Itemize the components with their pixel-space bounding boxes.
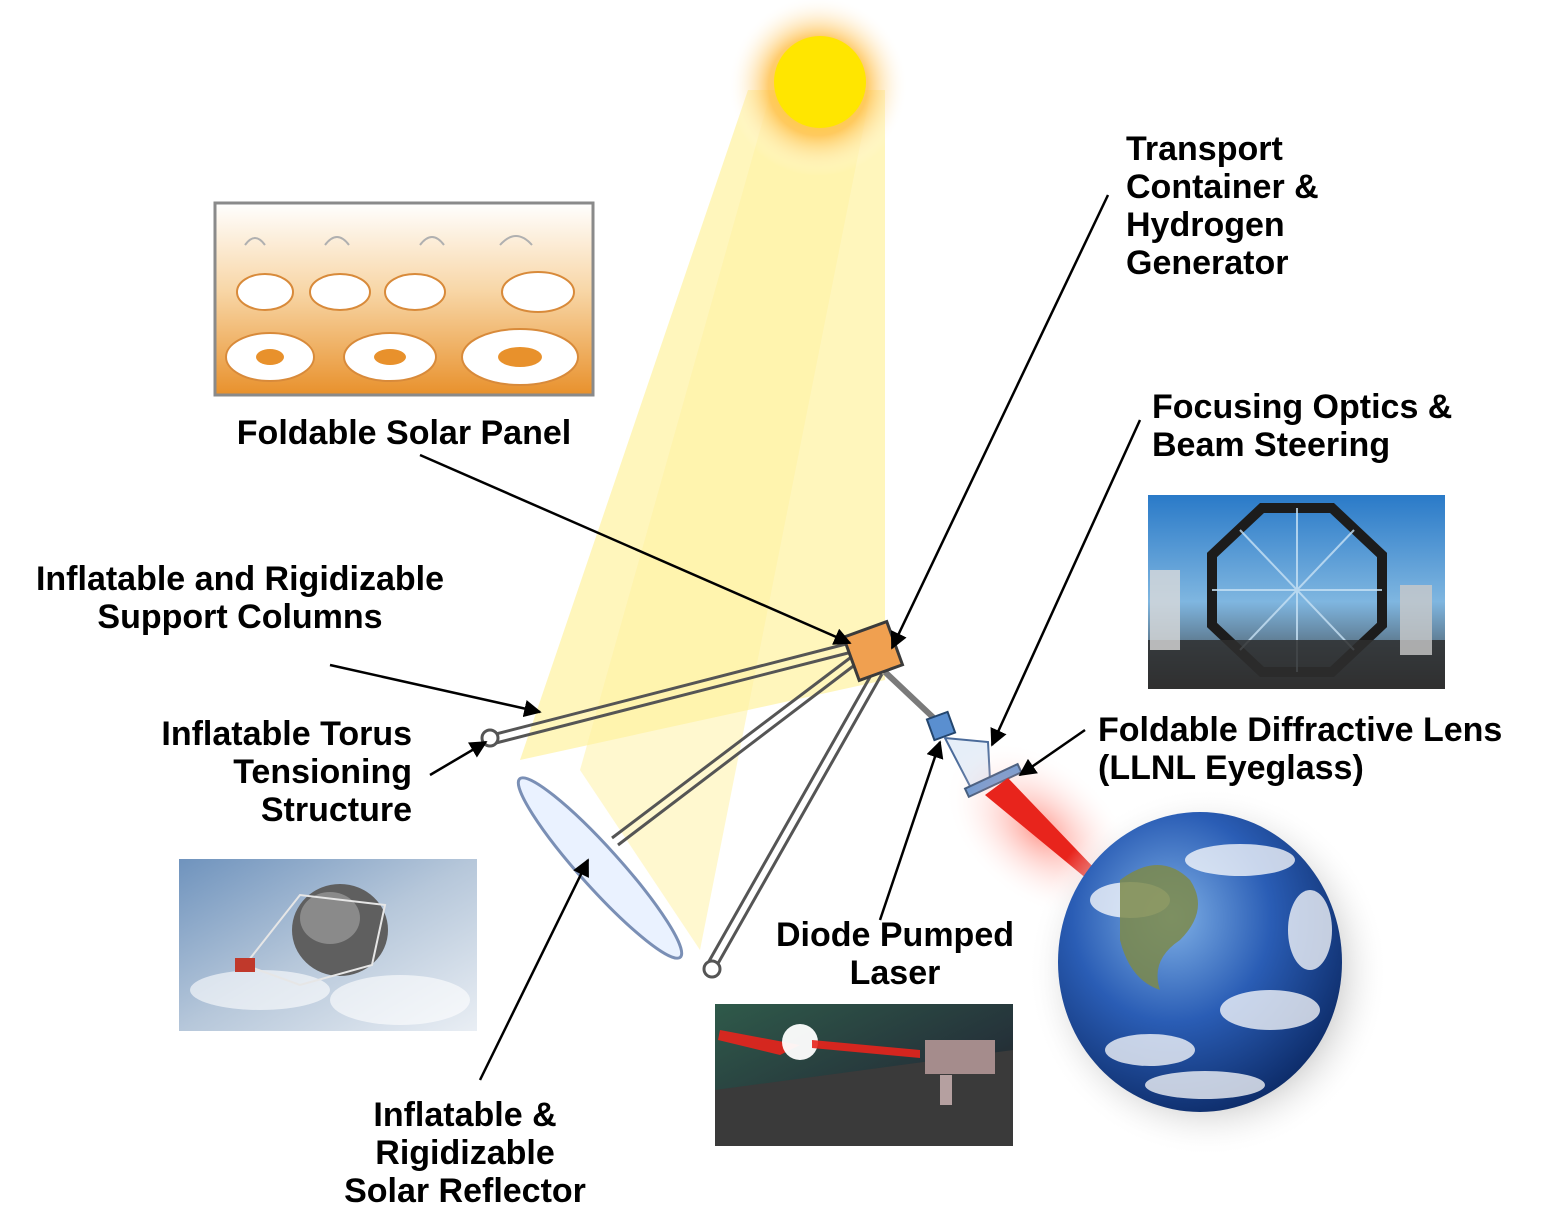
solar-reflector-dish [516, 776, 684, 960]
arrow-support-columns [329, 663, 542, 718]
label-transport-container: Transport Container & Hydrogen Generator [1126, 130, 1319, 282]
label-foldable-solar-panel: Foldable Solar Panel [236, 414, 572, 452]
diode-laser-module [925, 710, 957, 742]
label-diffractive-lens: Foldable Diffractive Lens (LLNL Eyeglass… [1098, 711, 1503, 787]
earth-landmass [1120, 865, 1198, 990]
arrow-diffractive-lens [1018, 728, 1086, 777]
arrow-solar-panel [419, 453, 852, 645]
arrow-transport [890, 194, 1110, 650]
diffractive-lens-photo [1148, 495, 1445, 689]
inflatable-torus-photo [179, 859, 477, 1031]
label-focusing-optics: Focusing Optics & Beam Steering [1152, 388, 1453, 464]
label-support-columns: Inflatable and Rigidizable Support Colum… [35, 560, 445, 636]
arrow-focusing-optics [990, 419, 1142, 747]
torus-node-bottom [702, 959, 722, 979]
label-inflatable-torus: Inflatable Torus Tensioning Structure [161, 715, 412, 829]
sun [774, 36, 866, 128]
label-diode-laser: Diode Pumped Laser [775, 916, 1015, 992]
diode-laser-photo [715, 1004, 1013, 1146]
arrow-torus [429, 740, 488, 777]
support-columns [491, 641, 941, 968]
solar-panel-photo [213, 201, 595, 397]
arrow-solar-reflector [478, 858, 590, 1081]
arrow-diode-laser [878, 740, 944, 921]
sunlight-cone-inner [580, 95, 870, 950]
label-solar-reflector: Inflatable & Rigidizable Solar Reflector [344, 1096, 586, 1210]
